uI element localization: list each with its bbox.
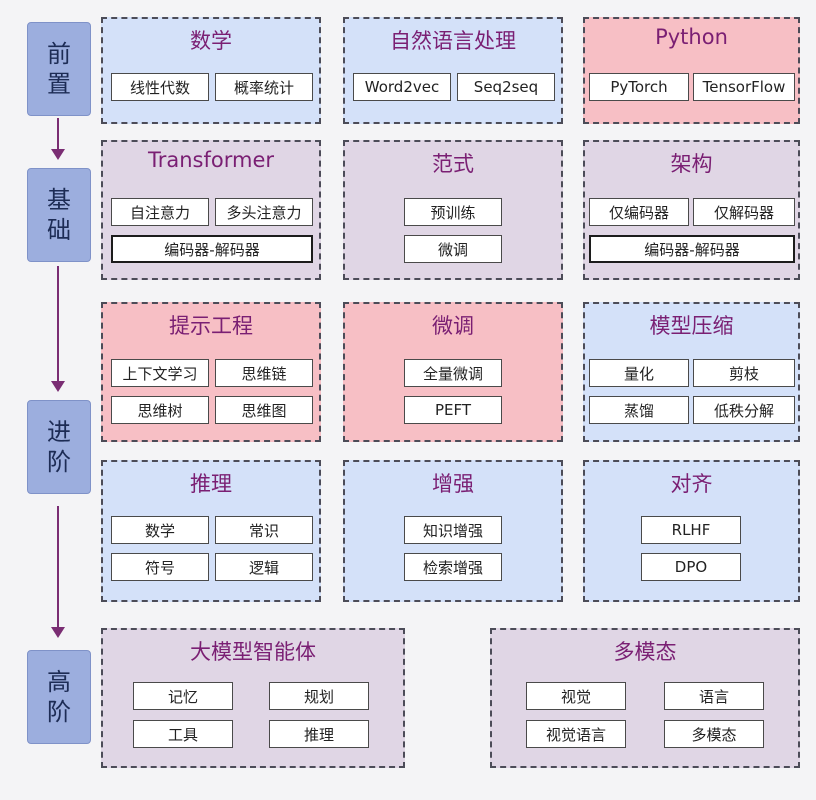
topic-chip: 预训练 [404, 198, 502, 226]
topic-chip: 知识增强 [404, 516, 502, 544]
topic-chip: Word2vec [353, 73, 451, 101]
panel-model-compression: 模型压缩 量化 剪枝 蒸馏 低秩分解 [583, 302, 800, 442]
topic-chip: 思维图 [215, 396, 313, 424]
stage-label: 进阶 [46, 418, 71, 476]
topic-chip: 视觉语言 [526, 720, 626, 748]
stage-label: 基础 [46, 186, 71, 244]
topic-chip: PEFT [404, 396, 502, 424]
panel-architecture: 架构 仅编码器 仅解码器 编码器-解码器 [583, 140, 800, 280]
panel-multimodal: 多模态 视觉 语言 视觉语言 多模态 [490, 628, 800, 768]
topic-chip: 推理 [269, 720, 369, 748]
panel-title: 数学 [190, 29, 232, 53]
panel-title: Transformer [147, 148, 274, 172]
panel-title: 增强 [432, 472, 474, 496]
topic-chip: 规划 [269, 682, 369, 710]
topic-chip: 常识 [215, 516, 313, 544]
panel-title: 架构 [670, 152, 713, 176]
arrow-down-icon [51, 266, 65, 392]
panel-augmentation: 增强 知识增强 检索增强 [343, 460, 563, 602]
arrow-down-icon [51, 118, 65, 160]
panel-title: 微调 [432, 314, 474, 338]
topic-chip: 概率统计 [215, 73, 313, 101]
topic-chip: 思维树 [111, 396, 209, 424]
stage-label: 高阶 [46, 668, 71, 726]
panel-nlp: 自然语言处理 Word2vec Seq2seq [343, 17, 563, 124]
panel-python: Python PyTorch TensorFlow [583, 17, 800, 124]
topic-chip: 工具 [133, 720, 233, 748]
panel-title: 提示工程 [169, 314, 253, 338]
panel-title: 范式 [432, 152, 474, 176]
stage-advanced: 进阶 [27, 400, 91, 494]
topic-chip: 蒸馏 [589, 396, 689, 424]
topic-chip: TensorFlow [693, 73, 795, 101]
panel-paradigm: 范式 预训练 微调 [343, 140, 563, 280]
panel-title: 多模态 [613, 640, 677, 664]
topic-chip: PyTorch [589, 73, 689, 101]
panel-title: 推理 [190, 472, 232, 496]
panel-title: Python [655, 25, 728, 49]
topic-chip: 微调 [404, 235, 502, 263]
topic-chip: 语言 [664, 682, 764, 710]
topic-chip: 编码器-解码器 [589, 235, 795, 263]
stage-expert: 高阶 [27, 650, 91, 744]
topic-chip: 多头注意力 [215, 198, 313, 226]
panel-title: 对齐 [670, 472, 713, 496]
topic-chip: 自注意力 [111, 198, 209, 226]
topic-chip: 线性代数 [111, 73, 209, 101]
topic-chip: 剪枝 [693, 359, 795, 387]
panel-finetune: 微调 全量微调 PEFT [343, 302, 563, 442]
topic-chip: 上下文学习 [111, 359, 209, 387]
panel-alignment: 对齐 RLHF DPO [583, 460, 800, 602]
topic-chip: 多模态 [664, 720, 764, 748]
topic-chip: DPO [641, 553, 741, 581]
topic-chip: 思维链 [215, 359, 313, 387]
topic-chip: 仅编码器 [589, 198, 689, 226]
panel-math: 数学 线性代数 概率统计 [101, 17, 321, 124]
stage-prerequisite: 前置 [27, 22, 91, 116]
stage-foundation: 基础 [27, 168, 91, 262]
panel-transformer: Transformer 自注意力 多头注意力 编码器-解码器 [101, 140, 321, 280]
panel-title: 大模型智能体 [190, 640, 316, 664]
topic-chip: 检索增强 [404, 553, 502, 581]
panel-llm-agent: 大模型智能体 记忆 规划 工具 推理 [101, 628, 405, 768]
topic-chip: 低秩分解 [693, 396, 795, 424]
topic-chip: 量化 [589, 359, 689, 387]
topic-chip: 编码器-解码器 [111, 235, 313, 263]
topic-chip: 视觉 [526, 682, 626, 710]
topic-chip: 数学 [111, 516, 209, 544]
topic-chip: Seq2seq [457, 73, 555, 101]
topic-chip: 记忆 [133, 682, 233, 710]
panel-title: 自然语言处理 [390, 29, 516, 53]
topic-chip: RLHF [641, 516, 741, 544]
panel-reasoning: 推理 数学 常识 符号 逻辑 [101, 460, 321, 602]
stage-label: 前置 [46, 40, 71, 98]
panel-title: 模型压缩 [649, 314, 734, 338]
topic-chip: 全量微调 [404, 359, 502, 387]
arrow-down-icon [51, 506, 65, 638]
topic-chip: 逻辑 [215, 553, 313, 581]
panel-prompt-engineering: 提示工程 上下文学习 思维链 思维树 思维图 [101, 302, 321, 442]
topic-chip: 符号 [111, 553, 209, 581]
topic-chip: 仅解码器 [693, 198, 795, 226]
